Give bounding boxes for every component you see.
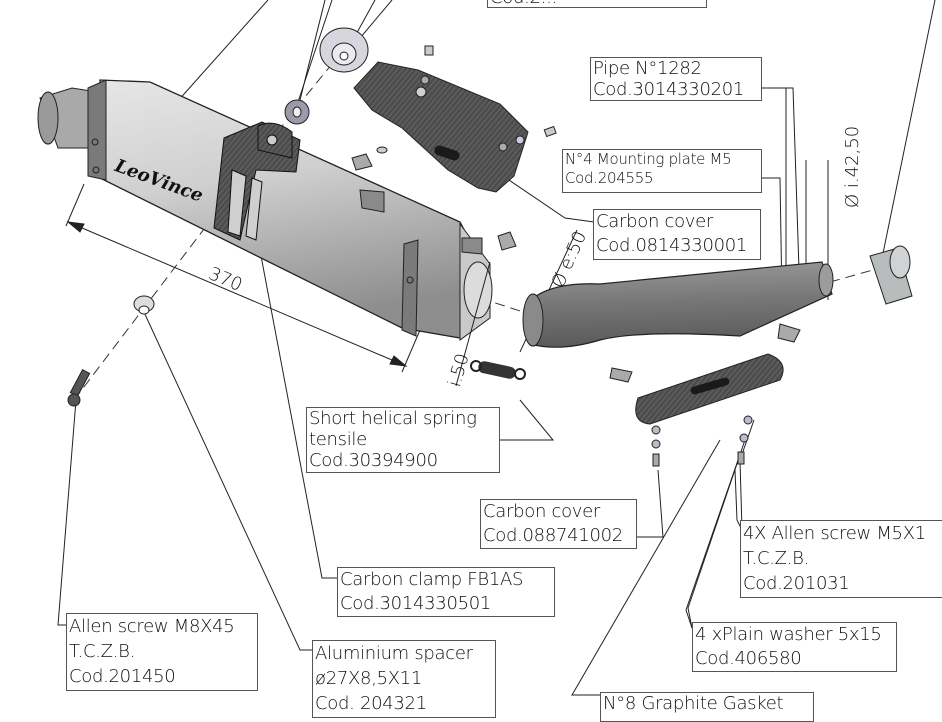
label-carbon-clamp: Carbon clamp FB1AS Cod.3014330501 bbox=[337, 567, 555, 617]
muffler: LeoVince bbox=[37, 79, 493, 341]
dimension-370 bbox=[65, 183, 421, 373]
allen-screw-m8 bbox=[67, 368, 91, 407]
label-line: ø27X8,5X11 bbox=[315, 668, 423, 689]
label-allen-screw-m5: 4X Allen screw M5X1 T.C.Z.B. Cod.201031 bbox=[740, 520, 942, 598]
outlet-clamp bbox=[869, 245, 913, 305]
label-mounting-plate: N°4 Mounting plate M5 Cod.204555 bbox=[562, 149, 762, 193]
label-top-part: Cod.2... bbox=[487, 0, 707, 8]
top-washer bbox=[284, 99, 310, 125]
label-line: Cod.204555 bbox=[565, 169, 654, 187]
label-line: 4X Allen screw M5X1 bbox=[743, 523, 926, 544]
label-line: Cod.201031 bbox=[743, 573, 850, 594]
label-line: Carbon cover bbox=[596, 211, 714, 232]
label-line: tensile bbox=[309, 429, 367, 450]
rubber-grommet bbox=[319, 27, 369, 73]
label-line: Pipe N°1282 bbox=[593, 58, 702, 79]
label-line: Aluminium spacer bbox=[315, 643, 473, 664]
label-line: Cod.2... bbox=[490, 0, 704, 7]
dimension-length-text: 370 bbox=[205, 263, 245, 296]
label-carbon-cover-lower: Carbon cover Cod.088741002 bbox=[480, 499, 637, 549]
label-line: N°4 Mounting plate M5 bbox=[565, 150, 732, 168]
label-aluminium-spacer: Aluminium spacer ø27X8,5X11 Cod. 204321 bbox=[312, 640, 496, 718]
small-clips bbox=[351, 146, 517, 251]
label-allen-screw-m8: Allen screw M8X45 T.C.Z.B. Cod.201450 bbox=[66, 613, 258, 691]
label-line: 4 xPlain washer 5x15 bbox=[695, 624, 882, 645]
label-line: Cod.088741002 bbox=[483, 525, 623, 546]
dimension-inlet-text: i.50 bbox=[444, 351, 473, 389]
lower-carbon-cover bbox=[635, 353, 784, 467]
helical-spring bbox=[470, 360, 526, 380]
label-line: Cod.0814330001 bbox=[596, 235, 748, 256]
label-line: Carbon clamp FB1AS bbox=[340, 569, 524, 590]
label-carbon-cover-upper: Carbon cover Cod.0814330001 bbox=[593, 209, 761, 260]
dimension-pipe-inner-text: Ø i.42,50 bbox=[842, 126, 863, 208]
label-line: Allen screw M8X45 bbox=[69, 616, 235, 637]
label-line: Cod.201450 bbox=[69, 666, 176, 687]
label-line: Cod.30394900 bbox=[309, 450, 438, 471]
label-plain-washer: 4 xPlain washer 5x15 Cod.406580 bbox=[692, 622, 897, 672]
label-line: T.C.Z.B. bbox=[69, 641, 136, 662]
label-line: Cod.3014330501 bbox=[340, 593, 492, 614]
upper-carbon-cover bbox=[353, 45, 557, 193]
label-line: T.C.Z.B. bbox=[743, 548, 810, 569]
label-line: Cod.406580 bbox=[695, 648, 802, 669]
label-line: Short helical spring bbox=[309, 408, 477, 429]
label-line: Cod.3014330201 bbox=[593, 79, 745, 100]
label-pipe: Pipe N°1282 Cod.3014330201 bbox=[590, 57, 762, 101]
label-line: Carbon cover bbox=[483, 501, 601, 522]
label-line: N°8 Graphite Gasket bbox=[603, 693, 784, 714]
label-line: Cod. 204321 bbox=[315, 693, 427, 714]
link-pipe bbox=[522, 261, 834, 383]
aluminium-spacer bbox=[133, 295, 155, 315]
label-graphite-gasket: N°8 Graphite Gasket bbox=[600, 692, 814, 722]
carbon-clamp bbox=[213, 121, 301, 241]
label-spring: Short helical spring tensile Cod.3039490… bbox=[306, 407, 500, 473]
dimension-pipe-outer-text: Ø e:50 bbox=[548, 228, 592, 291]
